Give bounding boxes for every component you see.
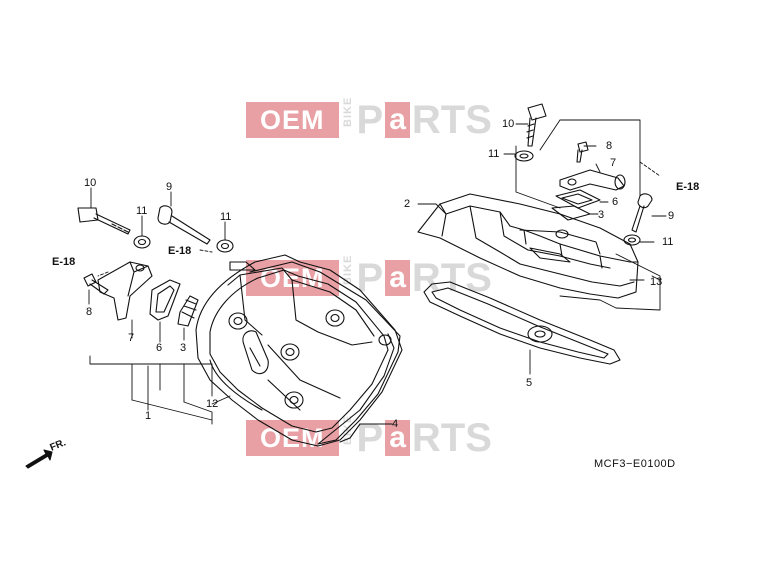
watermark-middle: OEM BIKE P a RTS — [246, 255, 492, 300]
right-head-cover — [417, 193, 639, 299]
ref-e18-left-b: E-18 — [52, 256, 76, 268]
right-leaders — [417, 119, 667, 375]
ref-e18-right: E-18 — [676, 181, 700, 193]
callout-10-right: 10 — [502, 118, 515, 130]
callout-9-left: 9 — [166, 181, 173, 193]
watermark-top: OEM BIKE P a RTS — [246, 97, 492, 142]
watermark-bottom: OEM BIKE P a RTS — [246, 415, 492, 460]
callout-2: 2 — [404, 198, 411, 210]
callout-7-left: 7 — [128, 332, 135, 344]
callout-9-right: 9 — [668, 210, 675, 222]
callout-3-left: 3 — [180, 342, 187, 354]
left-head-cover — [195, 254, 403, 447]
callout-7-right: 7 — [610, 157, 617, 169]
left-gasket — [249, 261, 401, 445]
callout-4: 4 — [392, 418, 399, 430]
ref-e18-left-a: E-18 — [168, 245, 192, 257]
callout-11-left-b: 11 — [220, 211, 232, 223]
left-leaders — [88, 187, 393, 425]
callout-11-right-a: 11 — [488, 148, 500, 160]
diagram-code: MCF3−E0100D — [594, 458, 676, 470]
callout-6-right: 6 — [612, 196, 619, 208]
callout-11-left-a: 11 — [136, 205, 148, 217]
callout-10-left: 10 — [84, 177, 97, 189]
callout-12: 12 — [206, 398, 219, 410]
right-gasket — [423, 281, 621, 365]
callout-8-left: 8 — [86, 306, 93, 318]
front-arrow-icon — [25, 449, 53, 469]
right-small-parts — [514, 103, 653, 246]
callout-1: 1 — [145, 410, 152, 422]
left-small-parts — [77, 205, 234, 327]
callout-6-left: 6 — [156, 342, 163, 354]
callout-13: 13 — [650, 276, 663, 288]
callout-3-right: 3 — [598, 209, 605, 221]
callout-8-right: 8 — [606, 140, 613, 152]
callout-5: 5 — [526, 377, 533, 389]
callout-11-right-b: 11 — [662, 236, 674, 248]
